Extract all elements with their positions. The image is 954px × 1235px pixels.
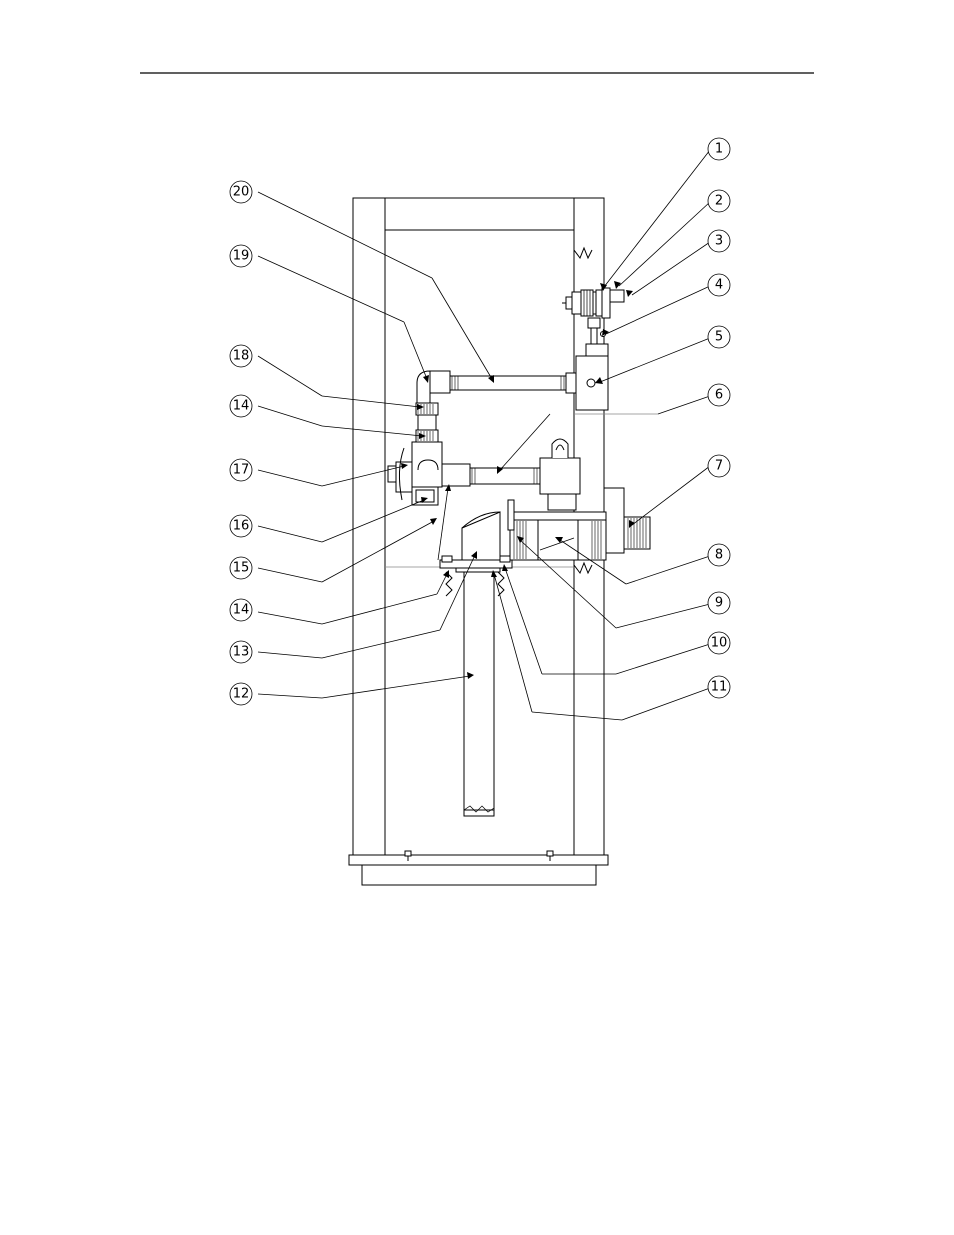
callout-number: 20	[233, 185, 250, 200]
upper-valve-body	[566, 344, 608, 410]
callout-number: 13	[233, 645, 250, 660]
callout-number: 1	[715, 142, 723, 157]
callout-c13: 13	[230, 641, 252, 663]
callout-c16: 16	[230, 515, 252, 537]
callout-c2: 2	[708, 190, 730, 212]
callout-c3: 3	[708, 230, 730, 252]
callout-number: 18	[233, 349, 250, 364]
callout-number: 6	[715, 388, 723, 403]
callout-number: 9	[715, 596, 723, 611]
callout-c12: 12	[230, 683, 252, 705]
callout-number: 14	[233, 399, 250, 414]
upper-pipe	[450, 376, 566, 390]
callout-number: 19	[233, 249, 250, 264]
callout-number: 14	[233, 603, 250, 618]
middle-pipe-valve	[442, 439, 580, 510]
callout-c11: 11	[708, 676, 730, 698]
callout-c10: 10	[708, 632, 730, 654]
callout-number: 4	[715, 278, 723, 293]
callout-number: 15	[233, 561, 250, 576]
callout-c1: 1	[708, 138, 730, 160]
callout-number: 8	[715, 548, 723, 563]
callout-c18: 18	[230, 345, 252, 367]
callout-number: 5	[715, 330, 723, 345]
filter-cartridge	[464, 572, 494, 816]
callout-c5: 5	[708, 326, 730, 348]
callout-number: 12	[233, 687, 250, 702]
callout-c14b: 14	[230, 395, 252, 417]
callout-c20: 20	[230, 181, 252, 203]
callout-c7: 7	[708, 455, 730, 477]
callout-c15: 15	[230, 557, 252, 579]
callout-c4: 4	[708, 274, 730, 296]
callout-number: 3	[715, 234, 723, 249]
callout-number: 11	[711, 680, 728, 695]
callout-c14a: 14	[230, 599, 252, 621]
callout-c8: 8	[708, 544, 730, 566]
top-right-fitting-assembly	[562, 288, 624, 352]
callout-number: 10	[711, 636, 728, 651]
callout-c19: 19	[230, 245, 252, 267]
callout-c17: 17	[230, 459, 252, 481]
callout-c9: 9	[708, 592, 730, 614]
right-cylinder-assembly	[508, 488, 650, 560]
callout-number: 16	[233, 519, 250, 534]
callout-number: 2	[715, 194, 723, 209]
callout-c6: 6	[708, 384, 730, 406]
callout-number: 17	[233, 463, 250, 478]
callout-number: 7	[715, 459, 723, 474]
